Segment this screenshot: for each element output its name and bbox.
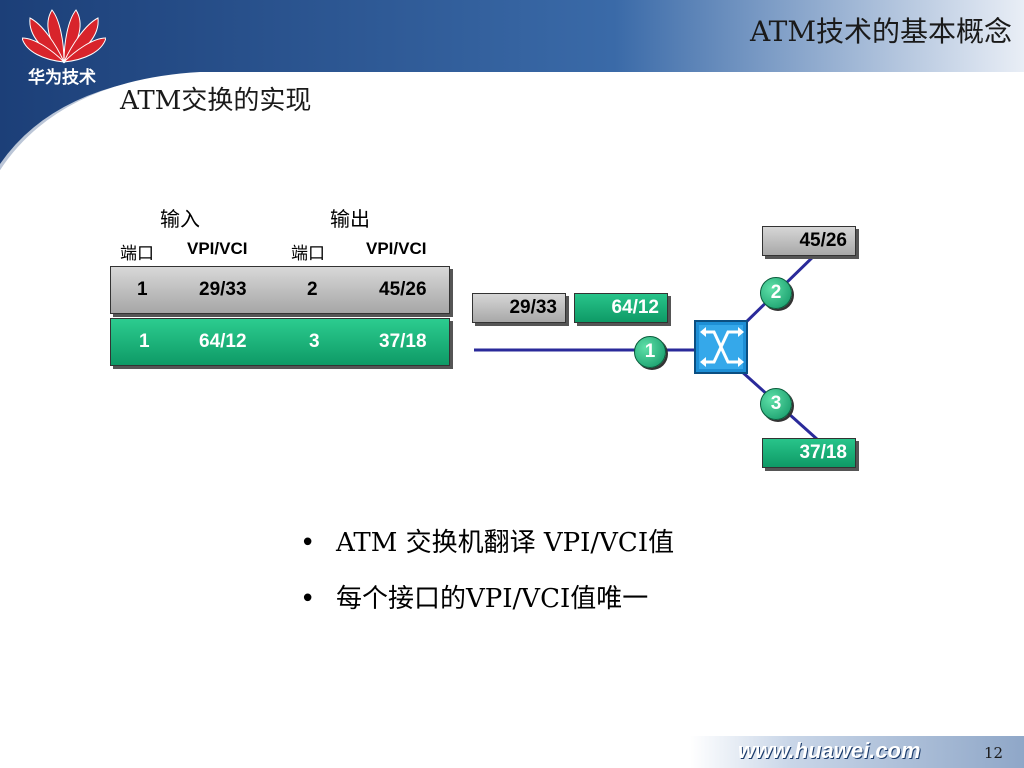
- table-row: 1 29/33 2 45/26: [110, 266, 450, 314]
- cell-in-gray: 29/33: [472, 293, 566, 323]
- cell-in-green: 64/12: [574, 293, 668, 323]
- table-row: 1 64/12 3 37/18: [110, 318, 450, 366]
- port-1-badge: 1: [634, 336, 666, 368]
- bullet-dot: •: [300, 528, 316, 558]
- slide-title: ATM技术的基本概念: [749, 15, 1012, 48]
- row1-in-port: 1: [137, 279, 148, 300]
- footer-band: [690, 736, 1024, 768]
- table-col-vpivci-out: VPI/VCI: [366, 239, 427, 258]
- section-subtitle: ATM交换的实现: [120, 86, 312, 116]
- cell-out-bottom: 37/18: [762, 438, 856, 468]
- row2-out-port: 3: [309, 331, 320, 352]
- table-col-port-in: 端口: [120, 244, 154, 264]
- bullet-item: • 每个接口的VPI/VCI值唯一: [300, 578, 648, 615]
- table-group-output: 输出: [330, 207, 370, 231]
- bullet-text: 每个接口的VPI/VCI值唯一: [336, 584, 649, 614]
- row2-in-vpivci: 64/12: [199, 331, 247, 352]
- row2-out-vpivci: 37/18: [379, 331, 427, 352]
- cell-out-top: 45/26: [762, 226, 856, 256]
- bullet-item: • ATM 交换机翻译 VPI/VCI值: [300, 522, 674, 559]
- port-2-badge: 2: [760, 277, 792, 309]
- row1-in-vpivci: 29/33: [199, 279, 247, 300]
- footer-url: www.huawei.com: [738, 738, 921, 763]
- page-number: 12: [984, 744, 1004, 762]
- header-band: [0, 0, 1024, 170]
- atm-switch-icon: [694, 320, 748, 374]
- logo-text: 华为技术: [28, 68, 96, 88]
- row1-out-vpivci: 45/26: [379, 279, 427, 300]
- row1-out-port: 2: [307, 279, 318, 300]
- table-col-port-out: 端口: [291, 244, 325, 264]
- row2-in-port: 1: [139, 331, 150, 352]
- huawei-logo-icon: [22, 9, 106, 64]
- bullet-text: ATM 交换机翻译 VPI/VCI值: [336, 528, 675, 558]
- bullet-dot: •: [300, 584, 316, 614]
- port-3-badge: 3: [760, 388, 792, 420]
- table-col-vpivci-in: VPI/VCI: [187, 239, 248, 258]
- table-group-input: 输入: [160, 207, 200, 231]
